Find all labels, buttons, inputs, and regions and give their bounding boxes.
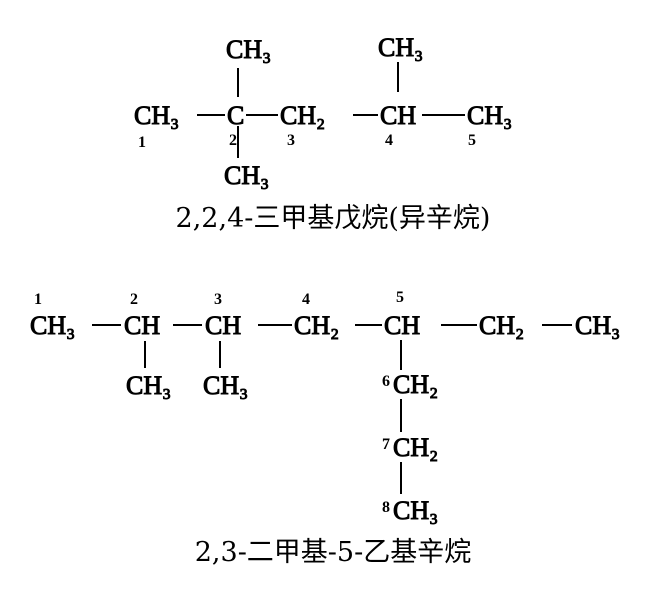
numbering-dimethylethyloctane: 1 2 3 4 5 6 7 8 — [34, 289, 404, 516]
atom-c5: CH — [384, 311, 420, 340]
atom-c2-methyl-down: CH₃ — [224, 161, 269, 190]
atom-c4: CH — [380, 101, 416, 130]
molecule-isooctane: CH₃ C CH₃ CH₃ CH₂ CH CH₃ CH₃ 1 2 3 4 5 — [134, 33, 513, 191]
atom-c3: CH — [205, 311, 241, 340]
locant-4: 4 — [385, 132, 393, 149]
atom-c6: CH₂ — [479, 311, 524, 340]
bonds-dimethylethyloctane — [92, 324, 572, 494]
locant-6: 6 — [382, 373, 390, 390]
atom-s7: CH₂ — [393, 433, 438, 462]
atom-c1: CH₃ — [30, 311, 75, 340]
locant-2: 2 — [130, 291, 138, 308]
atom-c2-methyl-up: CH₃ — [226, 35, 271, 64]
locant-5: 5 — [396, 289, 404, 306]
locant-5: 5 — [468, 132, 476, 149]
locant-8: 8 — [382, 499, 390, 516]
locant-1: 1 — [138, 134, 146, 151]
locant-2: 2 — [229, 132, 237, 149]
locant-7: 7 — [382, 436, 390, 453]
bonds-isooctane — [197, 62, 465, 158]
locant-3: 3 — [214, 291, 222, 308]
molecule-dimethylethyloctane: CH₃ CH CH CH₂ CH CH₂ CH₃ CH₃ CH₃ CH₂ CH₂… — [30, 289, 621, 526]
atom-c1: CH₃ — [134, 101, 179, 130]
atom-c7: CH₃ — [575, 311, 620, 340]
numbering-isooctane: 1 2 3 4 5 — [138, 132, 476, 151]
locant-1: 1 — [34, 291, 42, 308]
locant-3: 3 — [287, 132, 295, 149]
atom-c4-methyl-up: CH₃ — [378, 33, 423, 62]
name-isooctane: 2,2,4-三甲基戊烷(异辛烷) — [175, 203, 491, 234]
atom-s6: CH₂ — [393, 370, 438, 399]
atom-s8: CH₃ — [393, 496, 438, 525]
atom-c2: C — [227, 101, 244, 130]
atom-c3: CH₂ — [280, 101, 325, 130]
atom-c2: CH — [124, 311, 160, 340]
locant-4: 4 — [302, 291, 310, 308]
atom-c5: CH₃ — [467, 101, 512, 130]
name-dimethylethyloctane: 2,3-二甲基-5-乙基辛烷 — [194, 537, 472, 568]
atom-c4: CH₂ — [294, 311, 339, 340]
atom-c3-methyl: CH₃ — [203, 371, 248, 400]
atom-c2-methyl: CH₃ — [126, 371, 171, 400]
